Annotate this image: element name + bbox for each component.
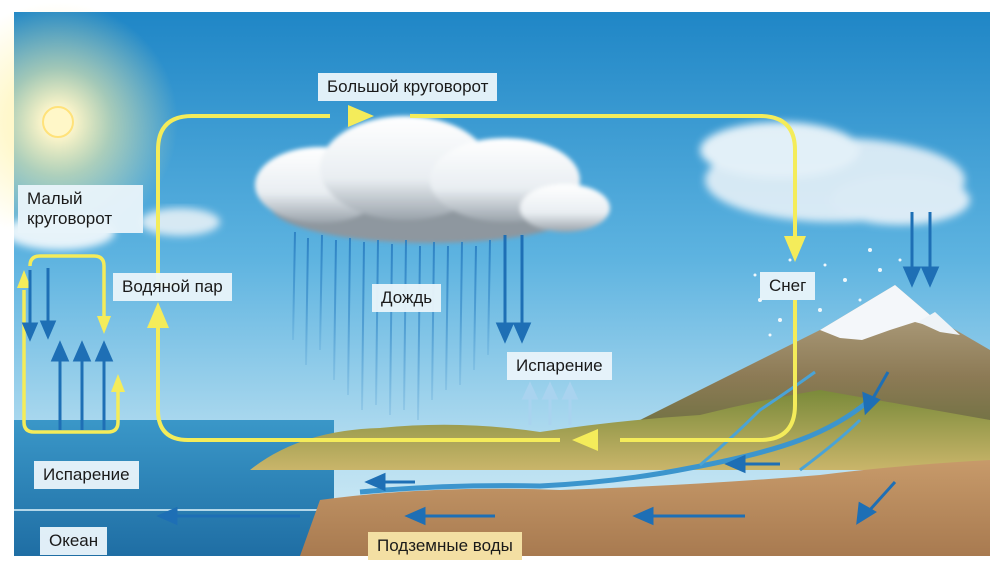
- groundwater-label: Подземные воды: [368, 532, 522, 560]
- snow-cloud: [700, 122, 970, 225]
- ocean-label: Океан: [40, 527, 108, 555]
- water-vapor-label: Водяной пар: [113, 273, 232, 301]
- ocean-evaporation-label: Испарение: [34, 461, 139, 489]
- land-evaporation-arrows: [521, 381, 579, 425]
- big-cycle-label: Большой круговорот: [318, 73, 498, 101]
- water-arrows: [21, 212, 940, 526]
- snow-cap: [820, 285, 945, 340]
- rain-streaks: [292, 231, 491, 421]
- cycle-arrowheads: [147, 105, 806, 451]
- rain-label: Дождь: [372, 284, 442, 312]
- sun-glow: [0, 2, 178, 242]
- land-evaporation-label: Испарение: [507, 352, 612, 380]
- river: [359, 398, 872, 495]
- hills: [250, 390, 990, 470]
- rain-cloud: [255, 116, 610, 243]
- small-cycle-label-line2: круговорот: [27, 209, 113, 228]
- big-cycle-arrow: [156, 114, 797, 442]
- small-cycle-label: Малый круговорот: [18, 185, 143, 233]
- small-cycle-arrow: [22, 254, 120, 434]
- small-cycle-label-line1: Малый: [27, 189, 83, 208]
- sun-icon: [42, 106, 74, 138]
- snow-label: Снег: [760, 272, 816, 300]
